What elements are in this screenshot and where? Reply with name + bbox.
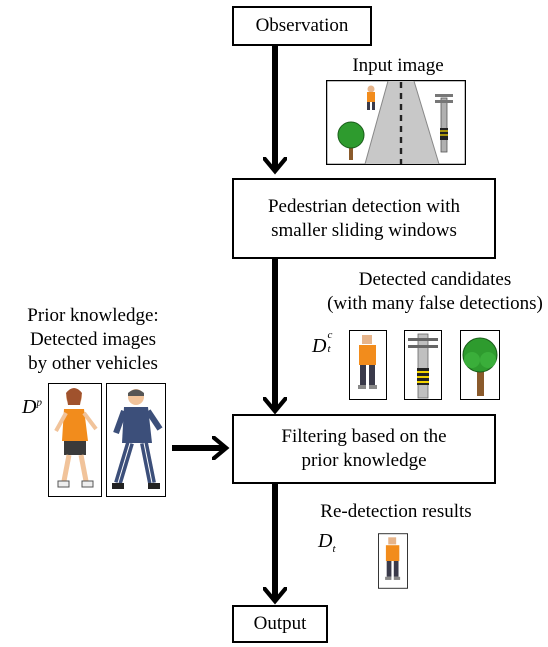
prior-pedestrian-man-thumb — [106, 383, 166, 497]
candidates-label-line2: (with many false detections) — [327, 292, 543, 314]
filtering-box: Filtering based on the prior knowledge — [232, 414, 496, 484]
filtering-label-line2: prior knowledge — [301, 450, 427, 471]
prior-pedestrian-woman-thumb — [48, 383, 102, 497]
output-box: Output — [232, 605, 328, 643]
detection-label-line1: Pedestrian detection with — [267, 195, 461, 217]
prior-symbol: Dp — [22, 396, 42, 418]
result-pedestrian-thumb — [378, 533, 408, 589]
prior-label-line1: Prior knowledge: — [27, 305, 159, 326]
input-tree-icon — [337, 121, 365, 160]
candidate-tree-thumb — [460, 330, 500, 400]
input-image-label: Input image — [352, 55, 444, 76]
prior-knowledge-label: Prior knowledge: Detected images by othe… — [8, 304, 178, 375]
filtering-label-line1: Filtering based on the — [281, 426, 447, 448]
redetection-label: Re-detection results — [320, 501, 472, 522]
observation-box: Observation — [232, 6, 372, 46]
prior-label-line3: by other vehicles — [28, 352, 158, 374]
input-image — [326, 80, 466, 165]
candidate-pole-thumb — [404, 330, 442, 400]
input-pedestrian-icon — [367, 85, 375, 110]
detection-box: Pedestrian detection with smaller slidin… — [232, 178, 496, 259]
observation-label: Observation — [255, 15, 349, 37]
output-label: Output — [253, 613, 307, 635]
prior-label-line2: Detected images — [29, 328, 157, 350]
input-pole-icon — [435, 94, 453, 153]
result-symbol: Dt — [318, 530, 336, 555]
candidates-label: Detected candidates (with many false det… — [322, 268, 548, 316]
candidates-label-line1: Detected candidates — [358, 269, 512, 290]
candidate-pedestrian-thumb — [349, 330, 387, 400]
detection-label-line2: smaller sliding windows — [271, 219, 457, 241]
